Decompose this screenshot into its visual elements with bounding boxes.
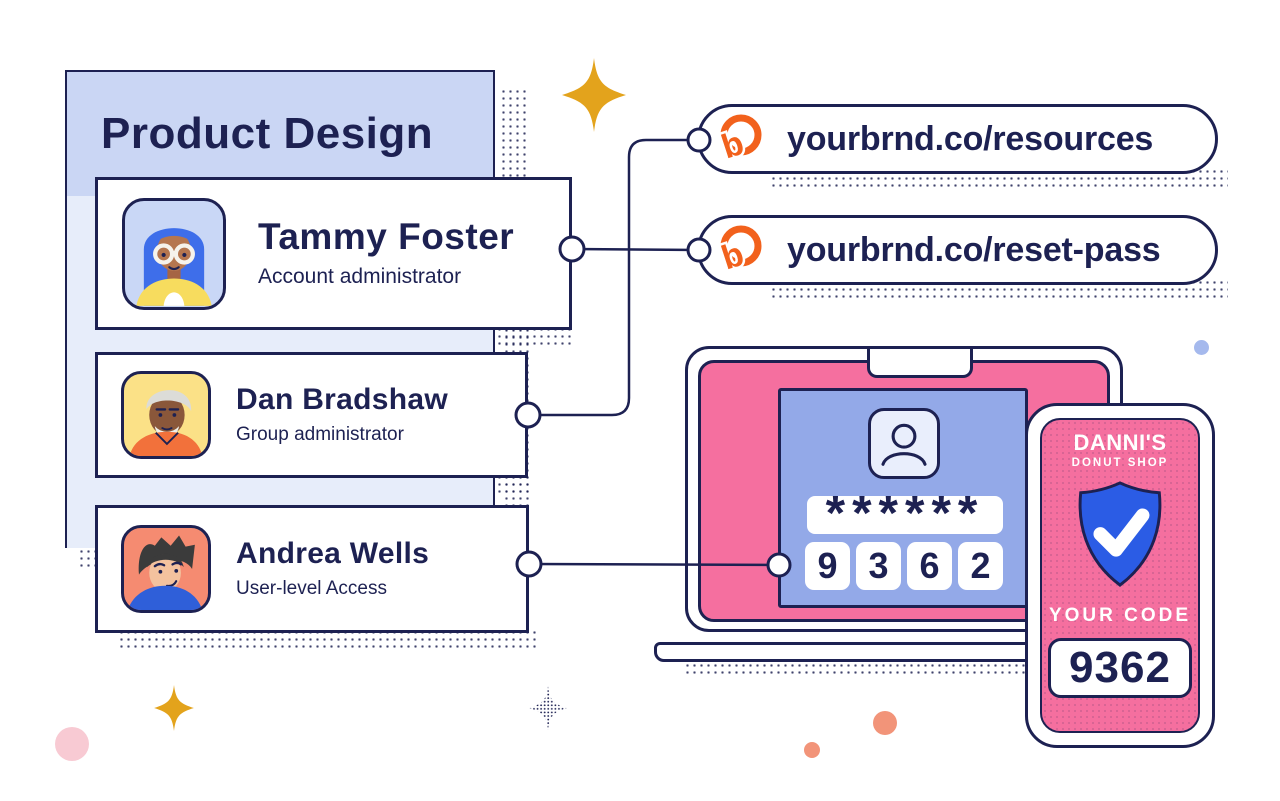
- brand-name: DANNI'S: [1073, 430, 1167, 455]
- short-link-url: yourbrnd.co/resources: [787, 119, 1154, 158]
- sparkle-icon: [562, 58, 626, 132]
- svg-text:b: b: [717, 235, 749, 278]
- avatar-young-man-icon: [121, 525, 211, 613]
- member-role: User-level Access: [236, 578, 387, 600]
- login-panel: ****** 9 3 6 2: [778, 388, 1028, 608]
- password-mask: ******: [825, 496, 985, 534]
- shield-check-icon: [1078, 481, 1162, 587]
- user-avatar-icon: [868, 408, 940, 479]
- code-digit-input[interactable]: 6: [907, 542, 952, 590]
- member-name: Tammy Foster: [258, 215, 515, 257]
- member-card-andrea-wells[interactable]: Andrea Wells User-level Access: [95, 505, 529, 633]
- periwinkle-dot: [1194, 340, 1209, 355]
- halftone-shadow: [500, 88, 526, 180]
- code-input-row: 9 3 6 2: [805, 542, 1003, 590]
- short-link-reset-pass[interactable]: b yourbrnd.co/reset-pass: [697, 215, 1218, 285]
- laptop-webcam-notch: [867, 349, 973, 378]
- halftone-sparkle-icon: [528, 686, 568, 730]
- sparkle-icon: [154, 685, 194, 731]
- phone-screen: DANNI'S DONUT SHOP YOUR CODE 9362: [1040, 418, 1200, 733]
- avatar-older-man-icon: [121, 371, 211, 459]
- avatar-woman-blue-hair-icon: [122, 197, 226, 310]
- short-link-resources[interactable]: b yourbrnd.co/resources: [697, 104, 1218, 174]
- page-title: Product Design: [101, 109, 434, 158]
- halftone-shadow: [118, 629, 538, 651]
- code-label: YOUR CODE: [1048, 605, 1192, 626]
- brand-tagline: DONUT SHOP: [1071, 457, 1169, 469]
- svg-text:b: b: [717, 124, 749, 167]
- password-field[interactable]: ******: [807, 496, 1003, 534]
- member-card-tammy-foster[interactable]: Tammy Foster Account administrator: [95, 177, 572, 330]
- member-role: Account administrator: [258, 265, 462, 289]
- member-name: Andrea Wells: [236, 536, 430, 570]
- pink-dot: [55, 727, 89, 761]
- code-digit-input[interactable]: 3: [856, 542, 901, 590]
- bitly-logo-icon: b: [714, 222, 765, 280]
- halftone-shadow: [684, 662, 1130, 678]
- salmon-dot: [873, 711, 897, 735]
- salmon-dot: [804, 742, 820, 758]
- code-digit-input[interactable]: 2: [958, 542, 1003, 590]
- code-digit-input[interactable]: 9: [805, 542, 850, 590]
- member-role: Group administrator: [236, 424, 404, 446]
- team-panel-header: Product Design: [67, 72, 493, 196]
- phone-illustration: DANNI'S DONUT SHOP YOUR CODE 9362: [1025, 403, 1215, 748]
- member-card-dan-bradshaw[interactable]: Dan Bradshaw Group administrator: [95, 352, 528, 478]
- verification-code: 9362: [1048, 638, 1192, 698]
- bitly-logo-icon: b: [714, 111, 765, 169]
- member-name: Dan Bradshaw: [236, 382, 448, 416]
- short-link-url: yourbrnd.co/reset-pass: [787, 230, 1161, 269]
